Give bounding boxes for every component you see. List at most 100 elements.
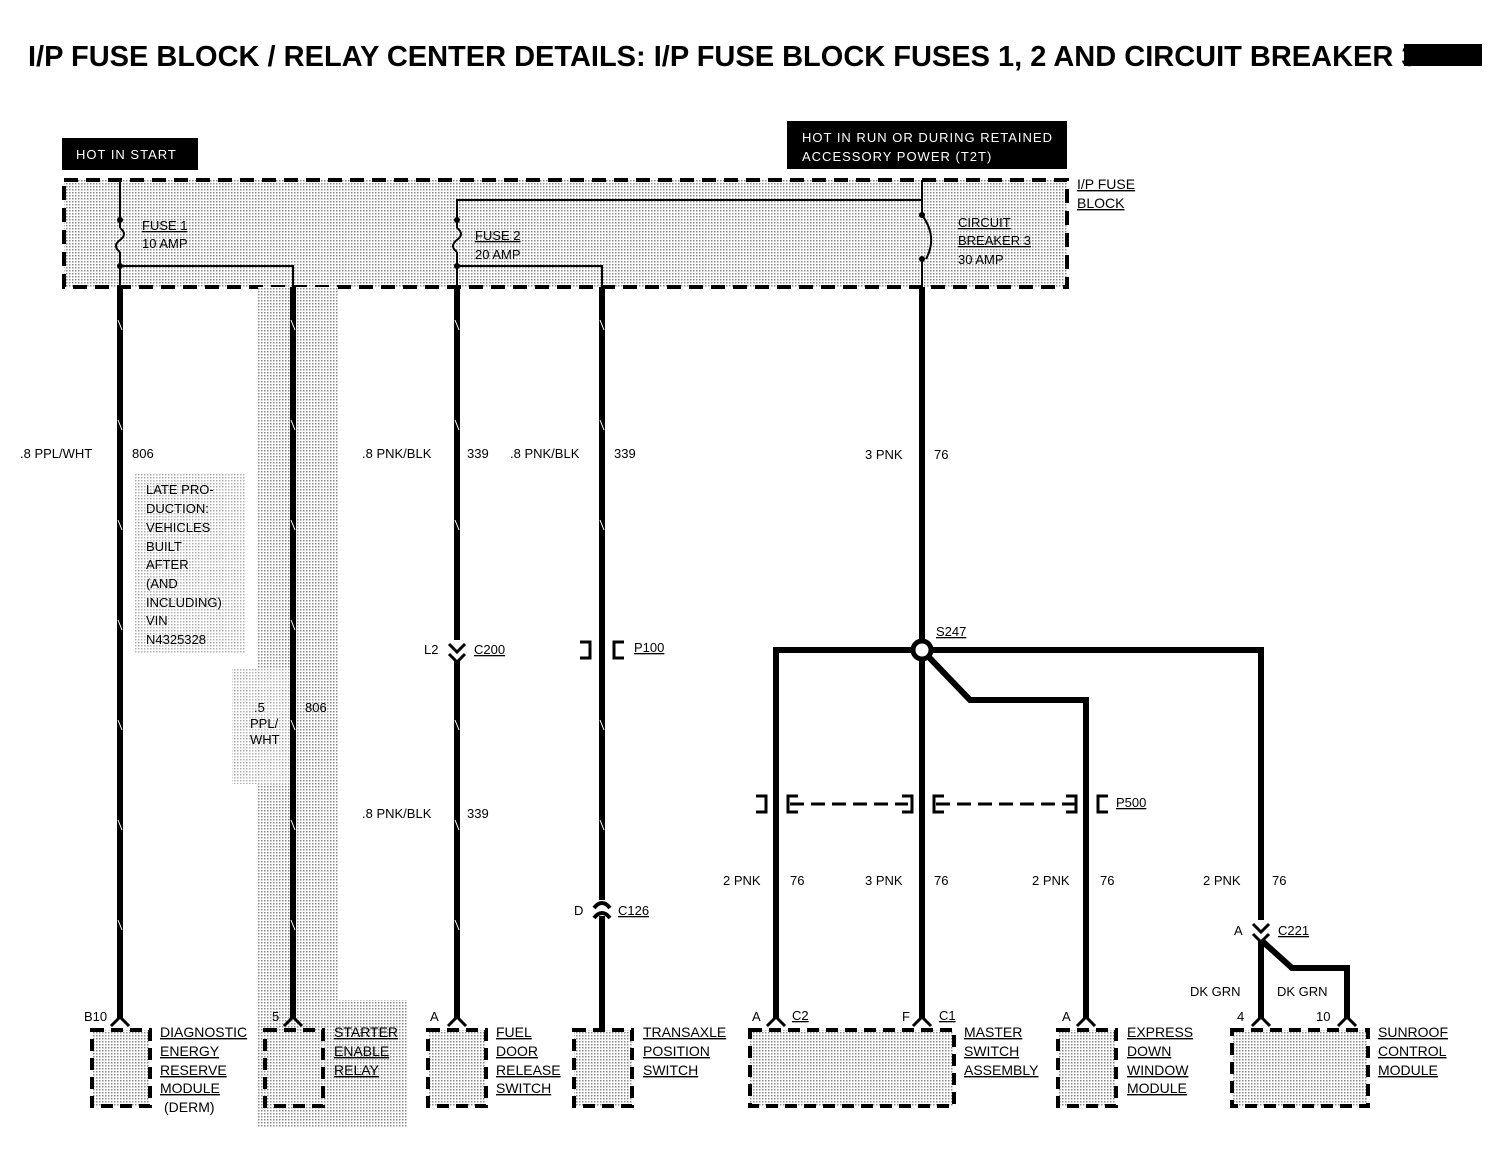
- fuse-block-outline: [62, 178, 1069, 289]
- wire-dkgrn-pin10: [1258, 937, 1350, 1018]
- fuse-block-label-2: BLOCK: [1077, 195, 1125, 211]
- svg-text:SWITCH: SWITCH: [643, 1062, 698, 1078]
- fuse1-element: [115, 227, 125, 253]
- svg-text:RELAY: RELAY: [334, 1062, 380, 1078]
- w4-circuit: 339: [614, 446, 636, 461]
- fuse1-rating: 10 AMP: [142, 236, 188, 251]
- svg-text:VIN: VIN: [146, 613, 168, 628]
- wire2-label-box: [232, 668, 292, 784]
- svg-text:ASSEMBLY: ASSEMBLY: [964, 1062, 1039, 1078]
- w1-circuit: 806: [132, 446, 154, 461]
- sunroof-wire-left: DK GRN: [1190, 984, 1241, 999]
- master-label: MASTER SWITCH ASSEMBLY: [964, 1024, 1039, 1078]
- svg-text:(DERM): (DERM): [164, 1099, 215, 1115]
- svg-text:SWITCH: SWITCH: [496, 1080, 551, 1096]
- svg-text:TRANSAXLE: TRANSAXLE: [643, 1024, 726, 1040]
- svg-text:LATE PRO-: LATE PRO-: [146, 482, 214, 497]
- w2-color-2: WHT: [250, 732, 280, 747]
- svg-text:RELEASE: RELEASE: [496, 1062, 561, 1078]
- sunroof-control-module: [1230, 1028, 1370, 1108]
- starter-enable-relay: [263, 1028, 325, 1108]
- express-pin: A: [1062, 1009, 1071, 1024]
- master-conn-c1: C1: [939, 1008, 956, 1023]
- w2-circuit: 806: [305, 700, 327, 715]
- express-label: EXPRESS DOWN WINDOW MODULE: [1127, 1024, 1193, 1096]
- c126-pin: D: [574, 903, 583, 918]
- late-production-region-lower: [337, 1000, 407, 1127]
- w2-color-1: PPL/: [250, 716, 279, 731]
- b2-color: 3 PNK: [865, 873, 903, 888]
- svg-text:STARTER: STARTER: [334, 1024, 398, 1040]
- hot-in-run-label: [787, 121, 1067, 169]
- w3-circuit: 339: [467, 446, 489, 461]
- derm-module: [90, 1028, 152, 1108]
- sunroof-pin-4: 4: [1237, 1009, 1244, 1024]
- fuse2-name: FUSE 2: [475, 228, 521, 243]
- title-bar-marker: [1404, 44, 1482, 66]
- starter-label: STARTER ENABLE RELAY: [334, 1024, 398, 1078]
- p500-connector: [756, 794, 1108, 814]
- fuse-block-area: [64, 180, 1067, 287]
- svg-text:EXPRESS: EXPRESS: [1127, 1024, 1193, 1040]
- c200-pin: L2: [424, 642, 438, 657]
- w3-color: .8 PNK/BLK: [362, 446, 432, 461]
- svg-text:MODULE: MODULE: [1378, 1062, 1438, 1078]
- svg-text:CONTROL: CONTROL: [1378, 1043, 1447, 1059]
- sunroof-label: SUNROOF CONTROL MODULE: [1378, 1024, 1448, 1078]
- fuel-door-release-switch: [426, 1028, 488, 1108]
- fuse1-top-dot: [117, 217, 123, 223]
- late-production-note-box: [135, 474, 245, 654]
- cb3-line1: CIRCUIT: [958, 215, 1011, 230]
- b3-circuit: 76: [1100, 873, 1114, 888]
- svg-text:ENABLE: ENABLE: [334, 1043, 389, 1059]
- svg-text:DUCTION:: DUCTION:: [146, 501, 209, 516]
- hot-in-start-text: HOT IN START: [76, 147, 177, 162]
- svg-text:DOWN: DOWN: [1127, 1043, 1171, 1059]
- b4-color: 2 PNK: [1203, 873, 1241, 888]
- s247-label: S247: [936, 624, 966, 639]
- svg-text:MASTER: MASTER: [964, 1024, 1022, 1040]
- derm-pin: B10: [84, 1009, 107, 1024]
- svg-text:POSITION: POSITION: [643, 1043, 710, 1059]
- w1-color: .8 PPL/WHT: [20, 446, 92, 461]
- fuse1-name: FUSE 1: [142, 218, 188, 233]
- s247-horizontal-bus: [773, 647, 1264, 1018]
- svg-text:DOOR: DOOR: [496, 1043, 538, 1059]
- fuse-block-label-1: I/P FUSE: [1077, 176, 1135, 192]
- svg-text:MODULE: MODULE: [160, 1080, 220, 1096]
- svg-text:SWITCH: SWITCH: [964, 1043, 1019, 1059]
- c200-label: C200: [474, 642, 505, 657]
- master-conn-c2: C2: [792, 1008, 809, 1023]
- w3b-circuit: 339: [467, 806, 489, 821]
- b1-circuit: 76: [790, 873, 804, 888]
- cb3-line2: BREAKER 3: [958, 233, 1031, 248]
- svg-text:N4325328: N4325328: [146, 632, 206, 647]
- c200-connector: [447, 642, 467, 655]
- svg-text:BUILT: BUILT: [146, 539, 182, 554]
- late-production-note: LATE PRO- DUCTION: VEHICLES BUILT AFTER …: [146, 482, 222, 647]
- starter-pin: 5: [272, 1009, 279, 1024]
- c126-label: C126: [618, 903, 649, 918]
- p500-label: P500: [1116, 795, 1146, 810]
- derm-label: DIAGNOSTIC ENERGY RESERVE MODULE (DERM): [160, 1024, 247, 1115]
- b4-circuit: 76: [1272, 873, 1286, 888]
- circuit-breaker3-element: [921, 214, 933, 260]
- fuse1-branch: [120, 265, 294, 287]
- p100-label: P100: [634, 640, 664, 655]
- w3b-color: .8 PNK/BLK: [362, 806, 432, 821]
- fuel-pin: A: [430, 1009, 439, 1024]
- svg-text:ENERGY: ENERGY: [160, 1043, 220, 1059]
- master-switch-assembly: [748, 1028, 956, 1108]
- c221-label: C221: [1278, 923, 1309, 938]
- svg-text:INCLUDING): INCLUDING): [146, 595, 222, 610]
- fuse2-branch: [457, 265, 603, 287]
- s247-splice: [910, 638, 934, 662]
- component-pin-arrows: [109, 1014, 1358, 1028]
- b3-color: 2 PNK: [1032, 873, 1070, 888]
- w5-color: 3 PNK: [865, 447, 903, 462]
- w5-circuit: 76: [934, 447, 948, 462]
- fuse2-rating: 20 AMP: [475, 247, 521, 262]
- wire-ticks: [117, 319, 605, 931]
- express-down-window-module: [1056, 1028, 1118, 1108]
